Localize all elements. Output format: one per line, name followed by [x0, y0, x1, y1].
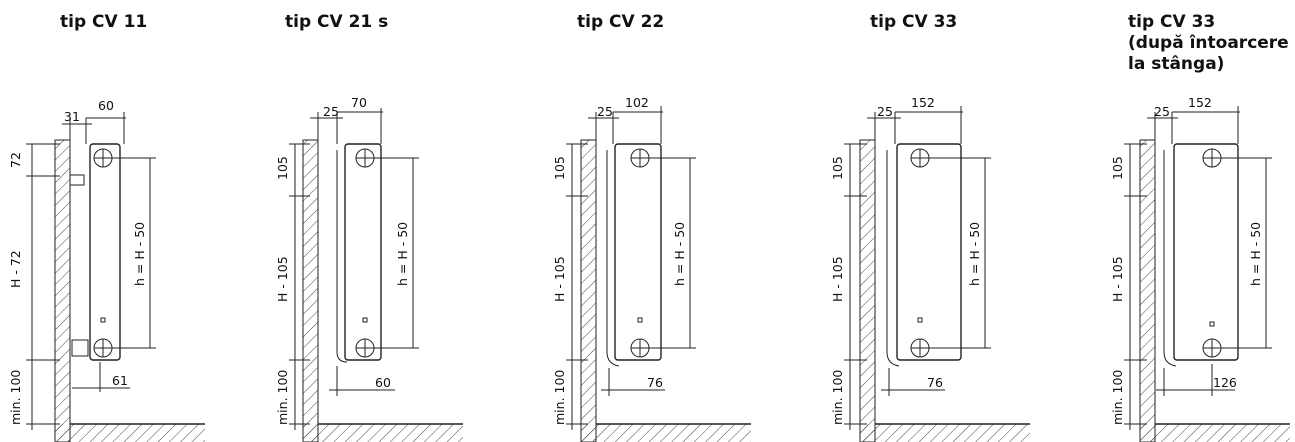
- panel-cv33-left: tip CV 33 (după întoarcere la stânga) 25…: [1060, 0, 1295, 442]
- wall-hatch: [54, 139, 71, 442]
- dim-top-width: 70: [351, 95, 367, 110]
- dim-left-mid: H - 105: [552, 256, 567, 302]
- radiator-body: [896, 143, 962, 361]
- wall-hatch: [859, 139, 876, 442]
- dim-top-offset: 25: [1154, 104, 1170, 119]
- dim-top-width: 152: [1188, 95, 1212, 110]
- dim-left-bottom: min. 100: [8, 370, 23, 425]
- panel-cv11: tip CV 11 31 60 72 H - 72 min. 100: [0, 0, 250, 442]
- floor-hatch: [860, 424, 1030, 442]
- dim-top-offset: 25: [877, 104, 893, 119]
- dim-top-offset: 25: [597, 104, 613, 119]
- floor-hatch: [303, 424, 463, 442]
- dim-height: h = H - 50: [395, 222, 410, 286]
- wall-hatch: [580, 139, 597, 442]
- radiator-body: [1173, 143, 1239, 361]
- dim-left-bottom: min. 100: [830, 370, 845, 425]
- dim-left-bottom: min. 100: [1110, 370, 1125, 425]
- dim-height: h = H - 50: [1248, 222, 1263, 286]
- floor-hatch: [1140, 424, 1290, 442]
- floor-hatch: [581, 424, 751, 442]
- radiator-body: [344, 143, 382, 361]
- dim-top-offset: 25: [323, 104, 339, 119]
- dim-left-mid: H - 72: [8, 250, 23, 288]
- wall-hatch: [302, 139, 319, 442]
- radiator-drawing: 25 102 105 H - 105 min. 100 h = H - 50 7…: [552, 95, 751, 442]
- dim-bottom: 126: [1213, 375, 1237, 390]
- radiator-drawing: 25 152 105 H - 105 min. 100 h = H - 50 1…: [1110, 95, 1290, 442]
- dim-bottom: 76: [927, 375, 943, 390]
- dim-bottom: 76: [647, 375, 663, 390]
- panel-title: tip CV 33 (după întoarcere la stânga): [1128, 12, 1289, 74]
- wall-hatch: [1139, 139, 1156, 442]
- dim-height: h = H - 50: [132, 222, 147, 286]
- dim-bottom: 61: [112, 373, 128, 388]
- dim-left-mid: H - 105: [1110, 256, 1125, 302]
- dim-left-top: 72: [8, 152, 23, 168]
- dim-left-top: 105: [830, 156, 845, 180]
- radiator-drawing: 25 152 105 H - 105 min. 100 h = H - 50 7…: [830, 95, 1030, 442]
- dim-left-top: 105: [275, 156, 290, 180]
- radiator-body: [89, 143, 121, 361]
- panel-cv33: tip CV 33 25 152 105 H - 105 min. 100 h …: [795, 0, 1055, 442]
- dim-left-mid: H - 105: [275, 256, 290, 302]
- dim-top-offset: 31: [64, 109, 80, 124]
- radiator-drawing: 25 70 105 H - 105 min. 100 h = H - 50 60: [275, 95, 463, 442]
- panel-title: tip CV 33: [870, 12, 958, 32]
- panel-cv21s: tip CV 21 s 25 70 105 H - 105 min. 100 h…: [255, 0, 515, 442]
- dim-left-top: 105: [1110, 156, 1125, 180]
- dim-top-width: 60: [98, 98, 114, 113]
- dim-top-width: 102: [625, 95, 649, 110]
- dim-left-bottom: min. 100: [552, 370, 567, 425]
- floor-hatch: [55, 424, 205, 442]
- dim-height: h = H - 50: [672, 222, 687, 286]
- dim-left-top: 105: [552, 156, 567, 180]
- radiator-drawing: 31 60 72 H - 72 min. 100 h = H - 50 61: [8, 98, 205, 442]
- dim-top-width: 152: [911, 95, 935, 110]
- panel-title: tip CV 21 s: [285, 12, 389, 32]
- panel-title: tip CV 11: [60, 12, 148, 32]
- dim-bottom: 60: [375, 375, 391, 390]
- radiator-body: [614, 143, 662, 361]
- panel-title: tip CV 22: [577, 12, 665, 32]
- dim-left-bottom: min. 100: [275, 370, 290, 425]
- panel-cv22: tip CV 22 25 102 105 H - 105 min. 100 h …: [525, 0, 785, 442]
- dim-left-mid: H - 105: [830, 256, 845, 302]
- dim-height: h = H - 50: [967, 222, 982, 286]
